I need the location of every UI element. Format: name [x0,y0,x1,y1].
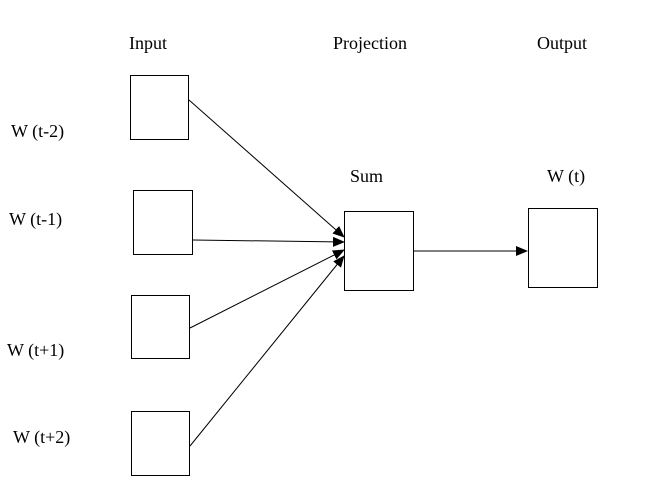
input-label-4: W (t+2) [13,427,71,447]
input-box-2 [133,190,193,255]
arrow-input-3-to-sum [189,249,345,329]
input-label-1: W (t-2) [11,121,65,141]
input-label-3: W (t+1) [7,340,65,360]
header-input: Input [129,33,167,53]
arrow-input-2-to-sum [192,236,345,247]
arrow-input-1-to-sum [188,99,345,238]
input-box-4 [131,411,190,476]
projection-label: Sum [350,166,384,186]
input-label-2: W (t-1) [9,209,63,229]
header-projection: Projection [333,33,407,53]
output-box [528,208,598,288]
header-output: Output [537,33,588,53]
arrow-input-4-to-sum [189,255,345,447]
input-box-1 [130,75,189,140]
projection-box [344,211,414,291]
output-label: W (t) [547,166,586,186]
input-box-3 [131,295,190,359]
